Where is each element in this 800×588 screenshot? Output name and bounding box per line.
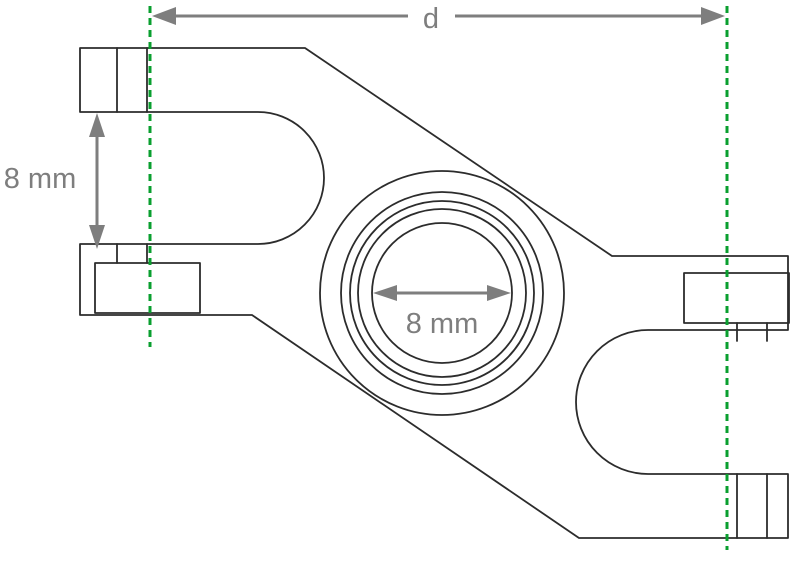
left-fork-step (94, 262, 201, 314)
up-arrowhead-icon (89, 113, 105, 137)
left-fork-details (94, 47, 201, 314)
right-fork-step (683, 272, 790, 324)
left-dimension-label: 8 mm (4, 163, 77, 195)
left-dimension: 8 mm (4, 113, 105, 249)
bore-dimension-label: 8 mm (406, 308, 479, 340)
left-arrowhead-icon (373, 285, 397, 301)
right-arrowhead-icon (487, 285, 511, 301)
right-fork-details (683, 272, 790, 539)
hub-ring-1 (340, 191, 544, 395)
left-arrowhead-icon (152, 7, 176, 25)
hub-outer-circle (319, 170, 565, 416)
hub-ring-3 (357, 208, 527, 378)
lever-part (79, 47, 790, 539)
centerlines (148, 6, 729, 550)
down-arrowhead-icon (89, 225, 105, 249)
right-arrowhead-icon (701, 7, 725, 25)
top-dimension-label: d (423, 3, 439, 35)
hub-ring-2 (349, 200, 535, 386)
bore-circle (371, 222, 513, 364)
part-outline (79, 47, 789, 539)
bore-dimension: 8 mm (373, 285, 511, 340)
top-dimension: d (152, 3, 725, 35)
